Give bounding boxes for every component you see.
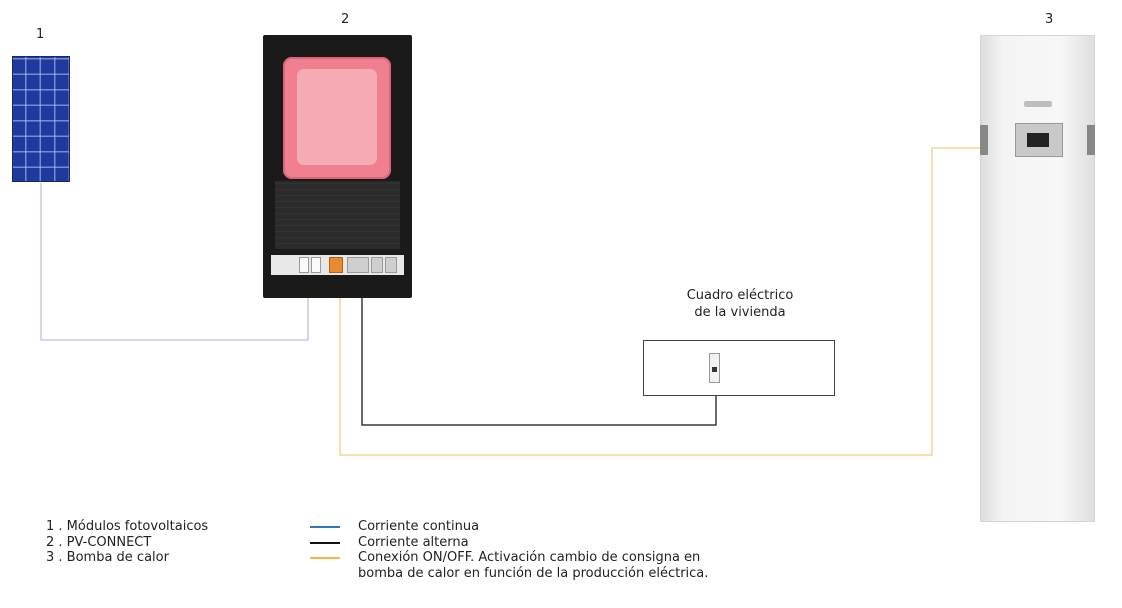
inverter-window [283,57,391,179]
pv-connect-device [263,35,412,298]
onoff-label-line1: Conexión ON/OFF. Activación cambio de co… [358,550,701,565]
onoff-wire [339,147,982,456]
household-electrical-panel [643,340,835,396]
dc-swatch [310,526,340,528]
heat-pump [980,35,1095,522]
onoff-label-line2: bomba de calor en función de la producci… [358,565,709,581]
component-legend: 1 . Módulos fotovoltaicos 2 . PV-CONNECT… [46,519,208,566]
breaker-icon [709,353,720,383]
line-legend: Corriente continua Corriente alterna Con… [310,519,870,581]
solar-panel [12,56,70,182]
legend-dc: Corriente continua [310,519,870,535]
ac-swatch [310,541,340,544]
inverter-heatsink [275,181,400,249]
solar-number: 1 [36,27,45,42]
dc-label: Corriente continua [358,519,480,534]
heat-pump-number: 3 [1045,12,1054,27]
inverter-number: 2 [341,12,350,27]
dc-wire [40,183,309,341]
ac-wire [361,298,717,426]
ac-label: Corriente alterna [358,534,469,550]
inverter-terminal-strip [271,255,404,275]
legend-item: 1 . Módulos fotovoltaicos [46,519,209,534]
heat-pump-logo [1024,101,1052,107]
legend-onoff: Conexión ON/OFF. Activación cambio de co… [310,550,870,566]
panel-title-line2: de la vivienda [694,305,786,320]
heat-pump-display [1027,133,1049,147]
legend-ac: Corriente alterna [310,535,870,551]
onoff-swatch [310,557,340,559]
panel-title: Cuadro eléctrico de la vivienda [640,287,840,321]
legend-item: 2 . PV-CONNECT [46,534,152,550]
heat-pump-control-panel [1015,123,1063,157]
legend-item: 3 . Bomba de calor [46,550,169,565]
panel-title-line1: Cuadro eléctrico [686,288,794,303]
